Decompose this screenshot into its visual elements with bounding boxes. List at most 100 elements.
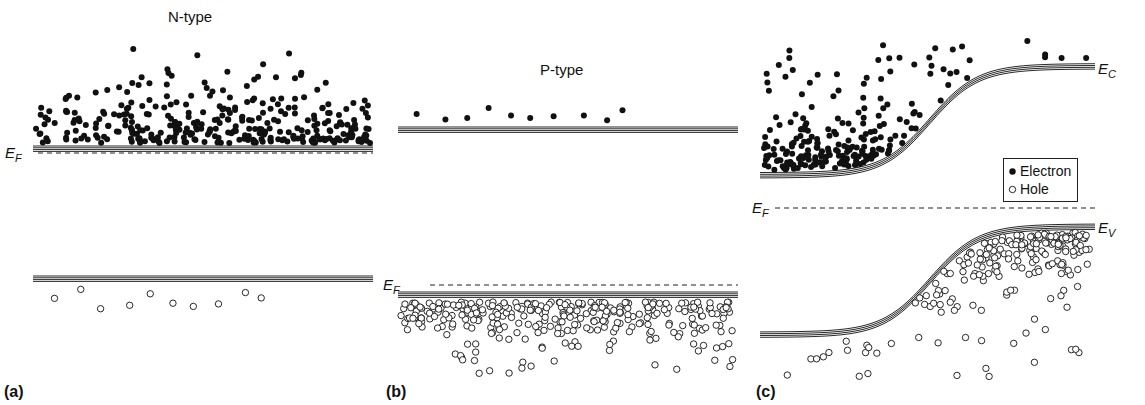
hole bbox=[636, 311, 642, 317]
electron bbox=[581, 112, 587, 118]
hole bbox=[652, 362, 658, 368]
electron bbox=[789, 161, 795, 167]
electron bbox=[233, 128, 239, 134]
hole bbox=[691, 330, 697, 336]
hole bbox=[51, 295, 57, 301]
electron bbox=[910, 110, 916, 116]
electron bbox=[191, 136, 197, 142]
electron bbox=[129, 119, 135, 125]
electron bbox=[46, 108, 52, 114]
electron bbox=[286, 105, 292, 111]
electron bbox=[945, 82, 951, 88]
hole bbox=[567, 314, 573, 320]
hole bbox=[1031, 359, 1037, 365]
electron bbox=[270, 96, 276, 102]
electron bbox=[128, 135, 134, 141]
electron bbox=[42, 114, 48, 120]
hole bbox=[464, 307, 470, 313]
hole bbox=[729, 356, 735, 362]
legend-box: ElectronHole bbox=[1003, 158, 1078, 202]
electron bbox=[886, 55, 892, 61]
hole bbox=[707, 300, 713, 306]
hole bbox=[874, 350, 880, 356]
hole bbox=[843, 338, 849, 344]
hole bbox=[986, 373, 992, 379]
hole bbox=[514, 304, 520, 310]
hole bbox=[410, 315, 416, 321]
electron-sample-dot bbox=[1009, 168, 1015, 174]
hole bbox=[97, 306, 103, 312]
electron bbox=[137, 137, 143, 143]
electron bbox=[786, 55, 792, 61]
electron bbox=[100, 109, 106, 115]
hole bbox=[591, 318, 597, 324]
electron bbox=[101, 134, 107, 140]
hole bbox=[675, 334, 681, 340]
hole bbox=[653, 335, 659, 341]
electron bbox=[875, 57, 881, 63]
hole bbox=[1036, 268, 1042, 274]
electron bbox=[359, 139, 365, 145]
hole bbox=[1013, 242, 1019, 248]
hole bbox=[416, 320, 422, 326]
electron bbox=[508, 113, 514, 119]
hole bbox=[559, 319, 565, 325]
electron bbox=[854, 144, 860, 150]
hole bbox=[571, 321, 577, 327]
electron bbox=[224, 69, 230, 75]
hole bbox=[539, 345, 545, 351]
electron bbox=[188, 93, 194, 99]
band-symbol: E bbox=[1098, 61, 1108, 76]
electron bbox=[886, 148, 892, 154]
electron bbox=[856, 110, 862, 116]
fermi-symbol: E bbox=[752, 200, 762, 215]
electron bbox=[264, 120, 270, 126]
electron bbox=[93, 90, 99, 96]
hole bbox=[473, 310, 479, 316]
electron bbox=[841, 162, 847, 168]
hole bbox=[712, 357, 718, 363]
electron bbox=[155, 134, 161, 140]
electron bbox=[878, 96, 884, 102]
electron bbox=[870, 147, 876, 153]
electron bbox=[164, 66, 170, 72]
electron bbox=[250, 97, 256, 103]
electron bbox=[825, 126, 831, 132]
valence-band bbox=[398, 295, 738, 296]
electron bbox=[897, 55, 903, 61]
electron bbox=[37, 131, 43, 137]
hole bbox=[470, 317, 476, 323]
electron bbox=[216, 135, 222, 141]
hole bbox=[960, 268, 966, 274]
electron bbox=[164, 93, 170, 99]
electron bbox=[325, 101, 331, 107]
electron bbox=[844, 155, 850, 161]
electron bbox=[104, 87, 110, 93]
electron bbox=[805, 152, 811, 158]
hole bbox=[961, 277, 967, 283]
electron bbox=[861, 115, 867, 121]
hole bbox=[820, 354, 826, 360]
electron bbox=[836, 141, 842, 147]
electron bbox=[799, 91, 805, 97]
hole bbox=[1023, 330, 1029, 336]
electron bbox=[800, 115, 806, 121]
legend-row: Hole bbox=[1008, 180, 1071, 198]
hole bbox=[1031, 316, 1037, 322]
electron bbox=[227, 110, 233, 116]
electron bbox=[879, 147, 885, 153]
hole bbox=[551, 358, 557, 364]
electron bbox=[292, 96, 298, 102]
electron bbox=[246, 126, 252, 132]
electron bbox=[95, 135, 101, 141]
electron bbox=[868, 129, 874, 135]
electron bbox=[172, 139, 178, 145]
electron bbox=[831, 129, 837, 135]
electron bbox=[551, 113, 557, 119]
electron bbox=[892, 133, 898, 139]
electron bbox=[105, 123, 111, 129]
electron bbox=[822, 159, 828, 165]
electron bbox=[846, 121, 852, 127]
electron bbox=[213, 126, 219, 132]
electron bbox=[319, 105, 325, 111]
